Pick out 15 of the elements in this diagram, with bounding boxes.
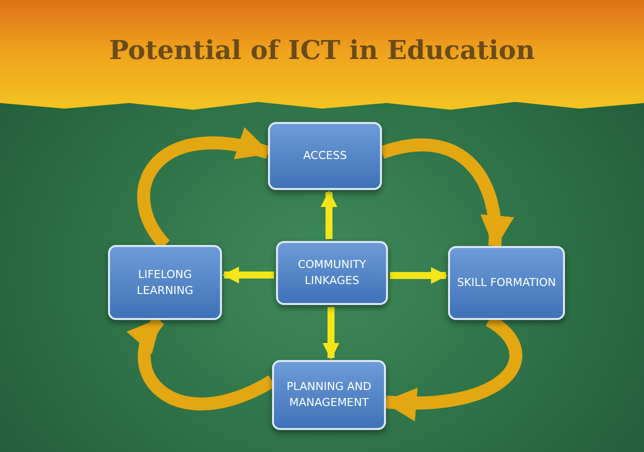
process-box xyxy=(268,122,382,190)
title: Potential of ICT in Education xyxy=(108,36,536,66)
process-box xyxy=(272,360,386,430)
arrow xyxy=(390,267,448,284)
box-label: LIFELONG LEARNING xyxy=(136,266,194,298)
arrow xyxy=(320,190,338,239)
box-label: ACCESS xyxy=(302,148,348,164)
box-label: COMMUNITY LINKAGES xyxy=(296,257,368,289)
process-box xyxy=(276,241,388,305)
process-box xyxy=(448,246,565,320)
arrow xyxy=(222,266,274,284)
box-label: SKILL FORMATION xyxy=(456,275,557,291)
arrow xyxy=(322,307,340,360)
process-box xyxy=(108,245,222,320)
box-label: PLANNING AND MANAGEMENT xyxy=(286,379,372,411)
